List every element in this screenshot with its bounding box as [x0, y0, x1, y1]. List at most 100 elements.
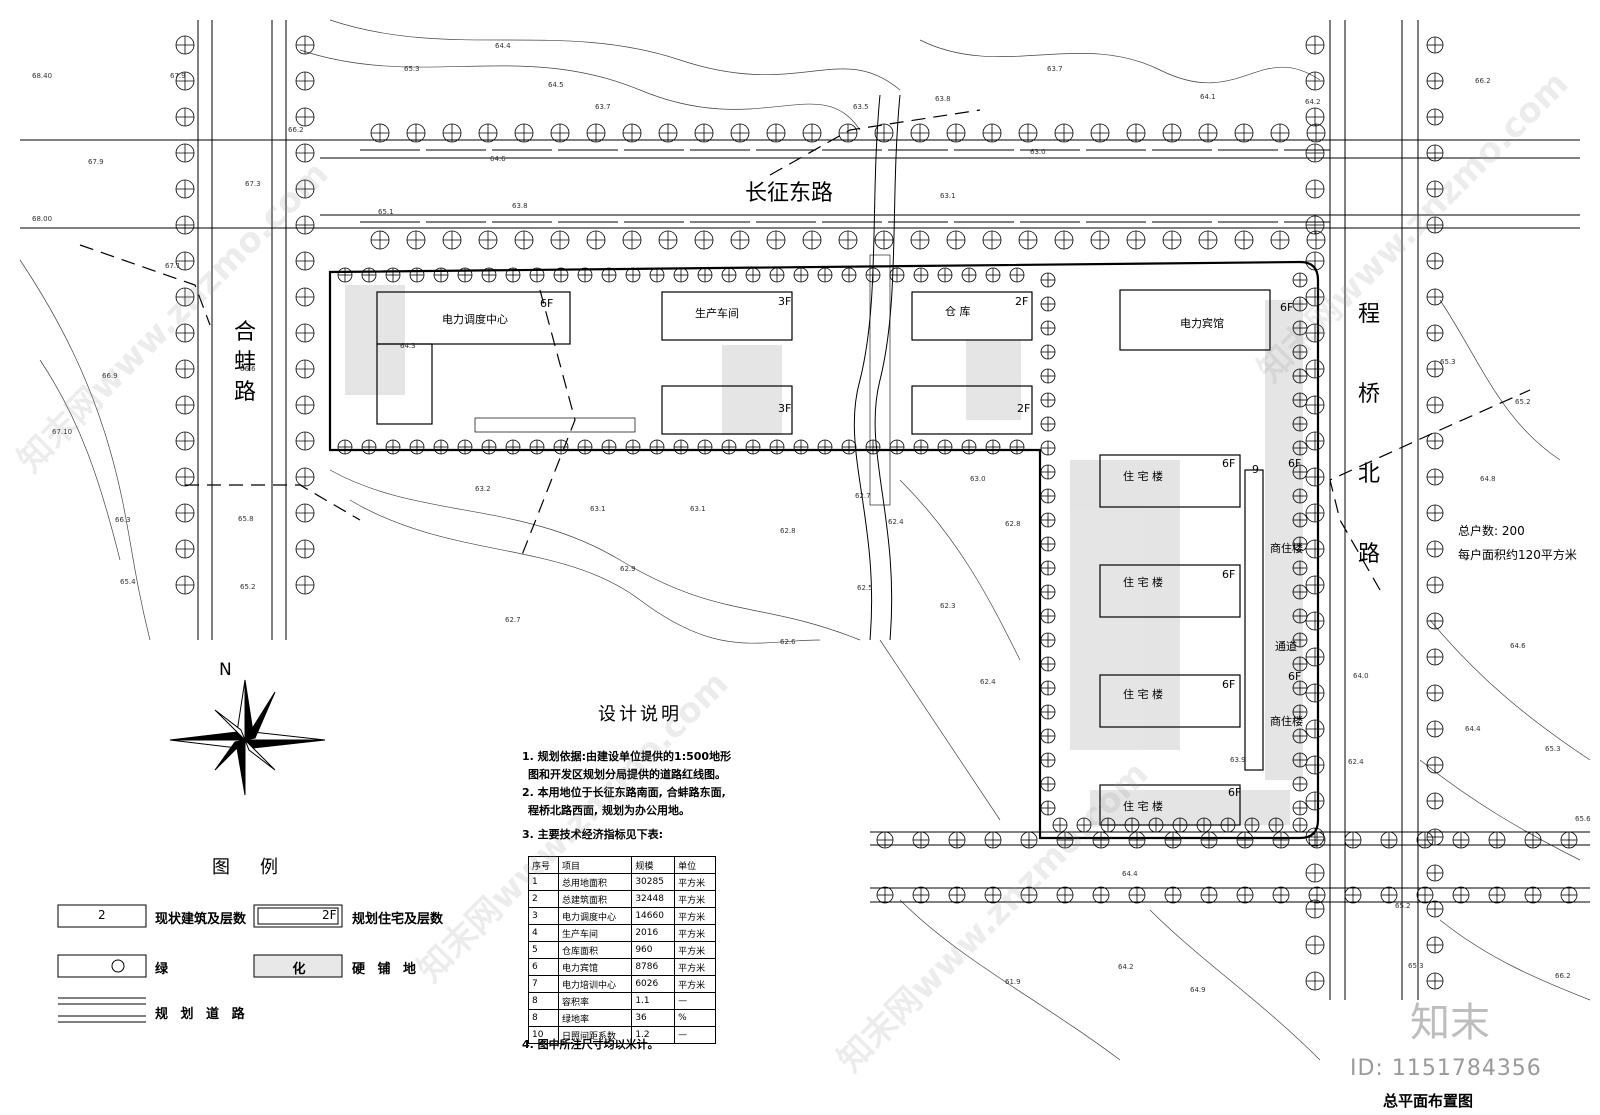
- elevation-label: 63.8: [935, 95, 951, 103]
- table-cell: —: [674, 1026, 716, 1044]
- floors-commercial-2: 6F: [1288, 670, 1302, 683]
- elevation-label: 66.6: [240, 365, 256, 373]
- road-label-chengqiao: 程桥北路: [1357, 302, 1380, 567]
- table-cell: 32448: [631, 890, 676, 908]
- table-cell: 7: [527, 975, 560, 993]
- elevation-label: 62.9: [620, 565, 636, 573]
- elevation-label: 63.0: [1030, 148, 1046, 156]
- legend-symbols: [57, 904, 343, 1023]
- legend-existing-label: 现状建筑及层数: [155, 912, 247, 927]
- contour-line: [879, 639, 1001, 821]
- elevation-label: 64.2: [1118, 963, 1134, 971]
- elevation-label: 63.1: [690, 505, 706, 513]
- building-commercial-1: 商住楼: [1270, 542, 1303, 555]
- table-cell: 仓库面积: [558, 941, 633, 959]
- elevation-label: 67.3: [245, 180, 261, 188]
- building-residence-1: 住 宅 楼: [1123, 470, 1163, 483]
- elevation-label: 65.3: [1545, 745, 1561, 753]
- building-residence-4: 住 宅 楼: [1123, 800, 1163, 813]
- elevation-label: 62.7: [505, 616, 521, 624]
- table-header: 规模: [631, 856, 676, 874]
- elevation-label: 67.9: [170, 72, 186, 80]
- notes-title: 设计说明: [598, 704, 682, 725]
- elevation-label: 62.4: [888, 518, 904, 526]
- elevation-label: 64.3: [400, 342, 416, 350]
- elevation-label: 62.7: [855, 492, 871, 500]
- elevation-label: 63.5: [853, 103, 869, 111]
- elevation-label: 64.6: [490, 155, 506, 163]
- floors-residence-3: 6F: [1222, 678, 1236, 691]
- legend-road-label: 规 划 道 路: [155, 1007, 249, 1022]
- table-cell: 总建筑面积: [558, 890, 633, 908]
- table-cell: 1.1: [631, 992, 676, 1010]
- contour-line: [899, 899, 1121, 1061]
- elevation-label: 63.1: [940, 192, 956, 200]
- legend-paving-label: 硬 铺 地: [352, 962, 421, 977]
- parking-stalls: [474, 417, 636, 433]
- road-label-changzheng: 长征东路: [745, 181, 834, 206]
- table-cell: 平方米: [674, 924, 716, 942]
- table-cell: 1.2: [631, 1026, 676, 1044]
- contour-line: [1149, 909, 1321, 1061]
- floors-residence-4: 6F: [1228, 786, 1242, 799]
- contour-line: [1439, 919, 1591, 1001]
- table-cell: 容积率: [558, 992, 633, 1010]
- table-cell: 电力培训中心: [558, 975, 633, 993]
- table-cell: 平方米: [674, 873, 716, 891]
- elevation-label: 64.4: [1465, 725, 1481, 733]
- elevation-label: 63.1: [590, 505, 606, 513]
- building-hotel: 电力宾馆: [1180, 317, 1224, 330]
- table-cell: 绿地率: [558, 1009, 633, 1027]
- table-header: 单位: [674, 856, 716, 874]
- elevation-label: 65.2: [1515, 398, 1531, 406]
- contour-line: [19, 259, 151, 641]
- road-label-hebeng: 合蚌路: [233, 320, 256, 405]
- drawing-title: 总平面布置图: [1383, 1092, 1474, 1110]
- contour-line: [1419, 759, 1581, 861]
- tree-symbols: [175, 35, 1578, 991]
- table-cell: 10: [527, 1026, 560, 1044]
- elevation-label: 63.0: [970, 475, 986, 483]
- elevation-label: 65.8: [238, 515, 254, 523]
- contour-line: [349, 499, 821, 644]
- table-cell: 14660: [631, 907, 676, 925]
- table-cell: 6: [527, 958, 560, 976]
- table-cell: 8786: [631, 958, 676, 976]
- elevation-label: 64.4: [495, 42, 511, 50]
- elevation-label: 64.8: [1480, 475, 1496, 483]
- brand-logo: 知末: [1410, 1000, 1490, 1046]
- compass-rose: [169, 679, 326, 796]
- elevation-label: 62.5: [857, 584, 873, 592]
- elevation-label: 63.7: [1047, 65, 1063, 73]
- elevation-label: 65.6: [1575, 815, 1591, 823]
- site-boundary: [328, 260, 1320, 840]
- contour-line: [1429, 619, 1591, 761]
- notes-line-5: 3. 主要技术经济指标见下表:: [522, 828, 664, 841]
- table-cell: 960: [631, 941, 676, 959]
- elevation-label: 65.1: [378, 208, 394, 216]
- floors-residence-2: 6F: [1222, 568, 1236, 581]
- table-cell: 8: [527, 1009, 560, 1027]
- households-total: 总户数: 200: [1458, 524, 1525, 538]
- contour-line: [39, 359, 121, 561]
- legend-existing-value: 2: [98, 908, 106, 922]
- elevation-label: 66.9: [102, 372, 118, 380]
- passage-label: 通道: [1275, 640, 1297, 653]
- elevation-label: 63.8: [512, 202, 528, 210]
- elevation-label: 65.2: [240, 583, 256, 591]
- table-cell: 平方米: [674, 907, 716, 925]
- building-workshop: 生产车间: [695, 307, 739, 320]
- elevation-label: 66.2: [1475, 77, 1491, 85]
- contour-line: [899, 479, 1021, 661]
- dashed-route: [79, 109, 1531, 591]
- table-cell: 6026: [631, 975, 676, 993]
- table-cell: 36: [631, 1009, 676, 1027]
- building-residence-2: 住 宅 楼: [1123, 576, 1163, 589]
- elevation-label: 64.0: [1353, 672, 1369, 680]
- elevation-label: 68.00: [32, 215, 53, 223]
- floors-warehouse: 2F: [1015, 295, 1029, 308]
- table-cell: 平方米: [674, 941, 716, 959]
- elevation-label: 68.40: [32, 72, 53, 80]
